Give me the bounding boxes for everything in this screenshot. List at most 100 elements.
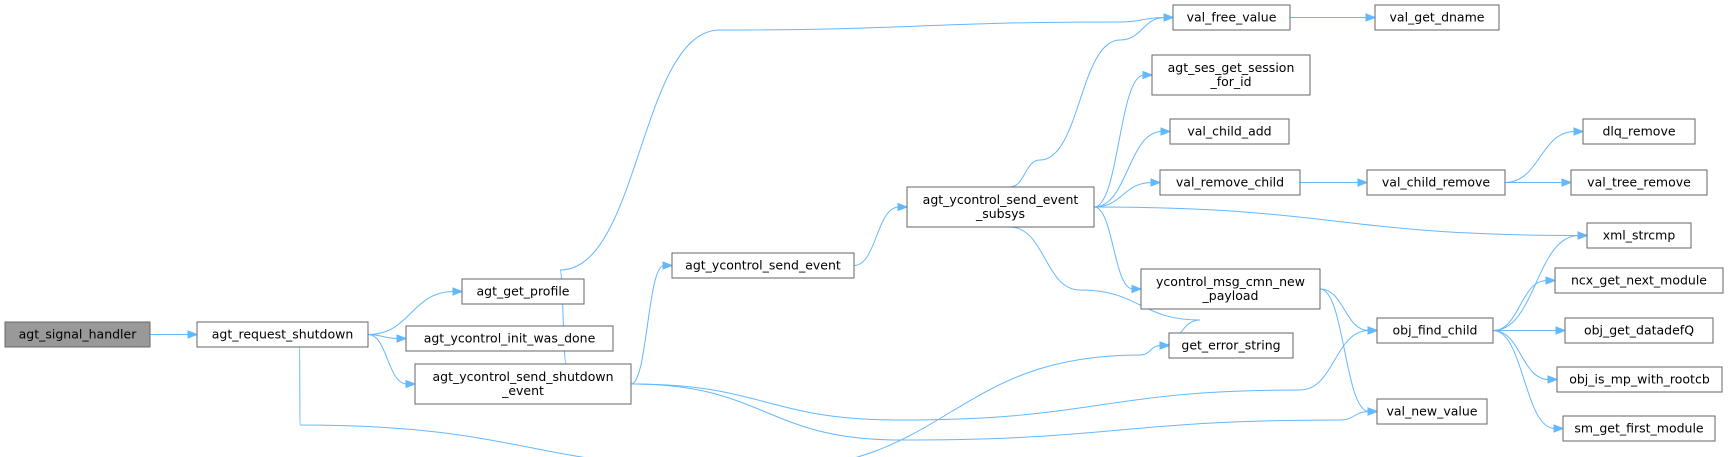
edge-line bbox=[367, 334, 408, 385]
edge-arrowhead bbox=[1142, 70, 1154, 80]
node-get-error-string[interactable]: get_error_string bbox=[1168, 332, 1294, 359]
node-box bbox=[1376, 317, 1494, 344]
node-label: val_child_remove bbox=[1382, 175, 1490, 190]
node-box bbox=[1168, 332, 1294, 359]
node-label: agt_ycontrol_send_event bbox=[923, 192, 1079, 207]
edge-line bbox=[630, 330, 1370, 421]
node-val-new-value[interactable]: val_new_value bbox=[1376, 398, 1488, 425]
node-box bbox=[196, 321, 369, 348]
node-dlq-remove[interactable]: dlq_remove bbox=[1582, 118, 1696, 145]
edge-arrowhead bbox=[1131, 284, 1143, 294]
node-label: agt_ycontrol_send_event bbox=[685, 258, 841, 273]
node-val-child-remove[interactable]: val_child_remove bbox=[1366, 169, 1506, 196]
node-box bbox=[4, 321, 151, 348]
edge-line bbox=[1093, 74, 1145, 208]
node-agt-get-profile[interactable]: agt_get_profile bbox=[461, 278, 585, 305]
edge-n0-n1 bbox=[150, 330, 199, 339]
node-obj-is-mp-with-rootcb[interactable]: obj_is_mp_with_rootcb bbox=[1556, 366, 1723, 393]
edge-arrowhead bbox=[1577, 231, 1589, 240]
edge-line bbox=[559, 17, 1166, 365]
edge-line bbox=[1093, 206, 1580, 236]
edge-n10-n12 bbox=[1093, 127, 1172, 208]
edge-arrowhead bbox=[452, 287, 464, 296]
node-label: val_tree_remove bbox=[1587, 175, 1691, 190]
edge-line bbox=[1319, 288, 1370, 331]
edge-arrowhead bbox=[1357, 178, 1369, 187]
node-obj-get-datadefq[interactable]: obj_get_datadefQ bbox=[1564, 317, 1714, 344]
node-box bbox=[1582, 118, 1696, 145]
edge-line bbox=[299, 345, 1162, 457]
edge-arrowhead bbox=[1163, 13, 1175, 22]
edge-line bbox=[1009, 17, 1166, 188]
edge-n1-n4 bbox=[367, 334, 417, 389]
node-ncx-get-next-module[interactable]: ncx_get_next_module bbox=[1554, 267, 1724, 294]
node-val-remove-child[interactable]: val_remove_child bbox=[1159, 169, 1301, 196]
node-agt-signal-handler[interactable]: agt_signal_handler bbox=[4, 321, 151, 348]
edge-line bbox=[1009, 226, 1201, 346]
node-label: _subsys bbox=[975, 206, 1025, 221]
edge-arrowhead bbox=[897, 202, 909, 212]
node-val-tree-remove[interactable]: val_tree_remove bbox=[1570, 169, 1708, 196]
node-label: val_free_value bbox=[1187, 10, 1277, 25]
edge-n10-n13 bbox=[1093, 178, 1162, 208]
node-agt-ycontrol-send-shutdown-event[interactable]: agt_ycontrol_send_shutdown_event bbox=[414, 363, 632, 405]
node-agt-ycontrol-send-event[interactable]: agt_ycontrol_send_event bbox=[671, 252, 855, 279]
node-box bbox=[1586, 222, 1692, 249]
edge-n7-n16 bbox=[1290, 13, 1377, 22]
node-label: agt_get_profile bbox=[476, 284, 569, 299]
node-box bbox=[671, 252, 855, 279]
edge-n8-n22 bbox=[1492, 330, 1559, 384]
edge-arrowhead bbox=[1555, 326, 1567, 335]
edge-n4-n6 bbox=[630, 261, 674, 385]
node-agt-ycontrol-init-was-done[interactable]: agt_ycontrol_init_was_done bbox=[405, 325, 614, 352]
node-val-child-add[interactable]: val_child_add bbox=[1169, 118, 1290, 145]
node-box bbox=[1564, 317, 1714, 344]
edge-arrowhead bbox=[1367, 326, 1379, 335]
node-label: obj_get_datadefQ bbox=[1584, 323, 1694, 338]
node-box bbox=[405, 325, 614, 352]
node-sm-get-first-module[interactable]: sm_get_first_module bbox=[1562, 415, 1716, 442]
edge-n6-n10 bbox=[853, 202, 909, 266]
edge-arrowhead bbox=[1159, 341, 1171, 350]
edge-n10-n15 bbox=[1093, 206, 1143, 294]
edge-arrowhead bbox=[405, 379, 417, 389]
edge-arrowhead bbox=[1367, 407, 1379, 416]
edge-arrowhead bbox=[1553, 424, 1565, 433]
edge-line bbox=[1492, 330, 1550, 380]
edge-n10-n7 bbox=[1009, 13, 1175, 188]
edge-line bbox=[1492, 280, 1548, 331]
node-xml-strcmp[interactable]: xml_strcmp bbox=[1586, 222, 1692, 249]
edge-arrowhead bbox=[1545, 276, 1557, 285]
node-box bbox=[1151, 54, 1311, 96]
node-agt-request-shutdown[interactable]: agt_request_shutdown bbox=[196, 321, 369, 348]
node-val-free-value[interactable]: val_free_value bbox=[1172, 4, 1291, 31]
node-val-get-dname[interactable]: val_get_dname bbox=[1374, 4, 1500, 31]
node-label: agt_request_shutdown bbox=[212, 327, 354, 342]
node-label: agt_ycontrol_send_shutdown bbox=[432, 369, 613, 384]
node-label: obj_find_child bbox=[1393, 323, 1478, 338]
node-label: val_remove_child bbox=[1176, 175, 1284, 190]
node-box bbox=[461, 278, 585, 305]
node-label: agt_signal_handler bbox=[19, 327, 138, 342]
node-agt-ycontrol-send-event-subsys[interactable]: agt_ycontrol_send_event_subsys bbox=[906, 186, 1095, 228]
node-box bbox=[414, 363, 632, 405]
edge-line bbox=[630, 265, 665, 385]
node-ycontrol-msg-cmn-new-payload[interactable]: ycontrol_msg_cmn_new_payload bbox=[1140, 268, 1321, 310]
edge-arrowhead bbox=[1547, 375, 1559, 384]
node-box bbox=[1556, 366, 1723, 393]
node-box bbox=[906, 186, 1095, 228]
edge-n15-n8 bbox=[1319, 288, 1379, 335]
edge-n8-n21 bbox=[1493, 326, 1567, 335]
edge-line bbox=[630, 383, 1370, 441]
node-label: val_get_dname bbox=[1390, 10, 1485, 25]
edge-n10-n14 bbox=[1093, 206, 1589, 240]
node-agt-ses-get-session-for-id[interactable]: agt_ses_get_session_for_id bbox=[1151, 54, 1311, 96]
node-box bbox=[1374, 4, 1500, 31]
node-obj-find-child[interactable]: obj_find_child bbox=[1376, 317, 1494, 344]
edge-line bbox=[1093, 206, 1134, 290]
node-box bbox=[1376, 398, 1488, 425]
edge-n8-n23 bbox=[1492, 330, 1565, 433]
node-label: _payload bbox=[1202, 288, 1259, 303]
node-label: _for_id bbox=[1209, 74, 1251, 89]
